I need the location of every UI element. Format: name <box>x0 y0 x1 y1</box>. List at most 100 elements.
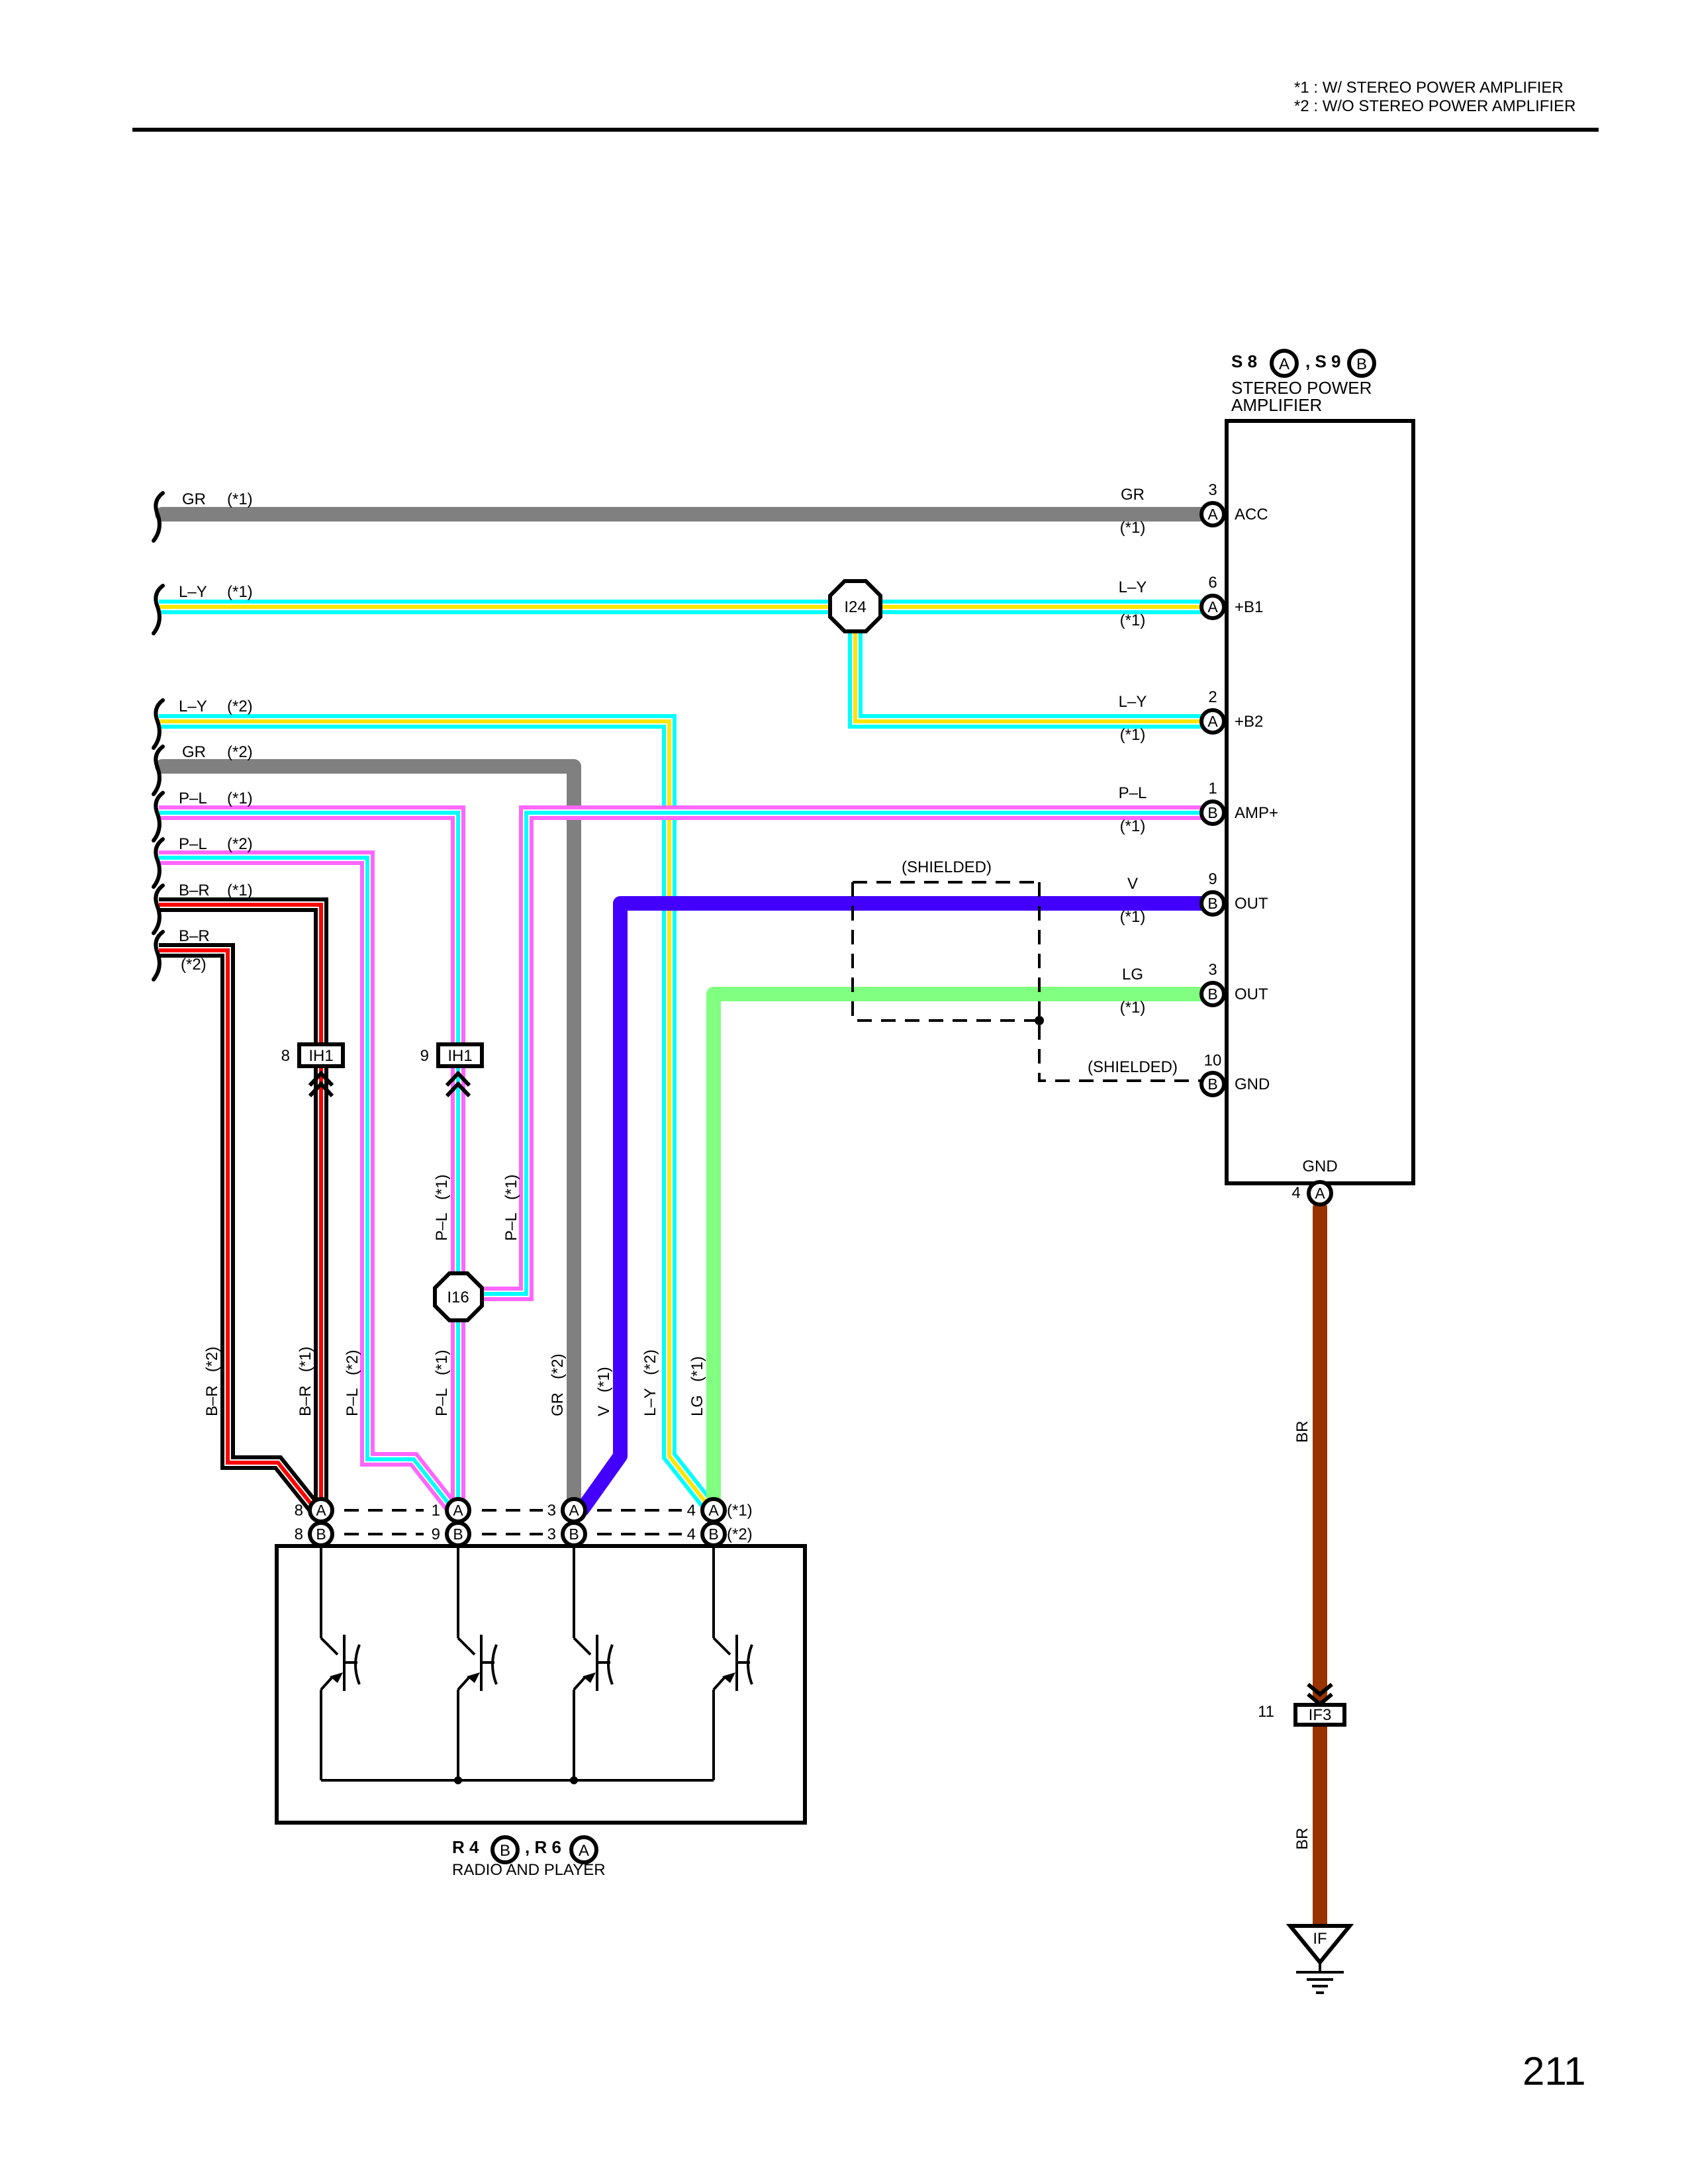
left-wire-labels: GR (*1) L–Y (*1) L–Y (*2) GR (*2) P–L (*… <box>179 490 253 974</box>
svg-text:A: A <box>1207 506 1218 523</box>
svg-text:9: 9 <box>1208 870 1217 888</box>
svg-text:(*1): (*1) <box>1120 726 1146 744</box>
vlabel: P–L (*1) <box>502 1175 520 1242</box>
svg-text:3: 3 <box>1208 481 1217 499</box>
svg-text:(*1): (*1) <box>1120 999 1146 1017</box>
svg-text:A: A <box>316 1502 326 1519</box>
amp-name-2: AMPLIFIER <box>1231 395 1322 415</box>
left-label-variant: (*2) <box>227 743 253 761</box>
amp-pin-ground-a4: 4 A <box>1291 1180 1333 1206</box>
radio-connector-b-icon <box>491 1835 520 1864</box>
svg-text:LG: LG <box>1122 966 1143 983</box>
wire-v <box>575 896 1215 1516</box>
svg-text:3: 3 <box>547 1502 556 1520</box>
left-label-color: B–R <box>179 927 210 945</box>
svg-text:I24: I24 <box>844 598 866 616</box>
svg-text:B: B <box>453 1525 463 1543</box>
svg-text:B: B <box>316 1525 326 1543</box>
amp-connector-b-icon <box>1347 349 1376 378</box>
radio-conn-b-label: B <box>500 1842 510 1860</box>
amp-conn-b-label: B <box>1356 355 1367 373</box>
svg-text:9: 9 <box>432 1525 440 1543</box>
stereo-power-amplifier: S 8 A , S 9 B STEREO POWER AMPLIFIER GND <box>1225 349 1415 1185</box>
connector-ih1-9: 9 IH1 <box>420 1042 484 1098</box>
svg-text:OUT: OUT <box>1235 895 1268 913</box>
vlabel: P–L (*2) <box>344 1350 361 1417</box>
svg-text:L–Y: L–Y <box>1119 693 1147 711</box>
svg-text:IF: IF <box>1313 1930 1327 1948</box>
svg-text:3: 3 <box>547 1525 556 1543</box>
amp-pin-amp-plus: P–L (*1) 1 B AMP+ <box>1119 780 1278 835</box>
ground-if-icon: IF <box>1286 1924 1354 1994</box>
header-rule <box>132 128 1599 132</box>
wire-lg <box>706 987 1215 1516</box>
wires <box>155 507 1327 1936</box>
svg-text:B: B <box>1207 804 1217 821</box>
svg-text:11: 11 <box>1258 1703 1274 1721</box>
wire-breaks <box>152 491 165 981</box>
br-label: BR <box>1293 1828 1311 1850</box>
svg-text:A: A <box>708 1502 719 1519</box>
wire-br-1 <box>159 897 328 1512</box>
left-label-color: L–Y <box>179 583 207 601</box>
vlabel: LG (*1) <box>688 1356 706 1416</box>
left-label-color: B–R <box>179 882 210 899</box>
amp-pin-b2: L–Y (*1) 2 A +B2 <box>1119 688 1264 744</box>
svg-text:I16: I16 <box>447 1289 469 1306</box>
wire-br-2 <box>159 943 324 1517</box>
svg-text:B: B <box>569 1525 579 1543</box>
vlabel: GR (*2) <box>549 1353 567 1416</box>
svg-text:IH1: IH1 <box>308 1047 333 1065</box>
svg-text:4: 4 <box>687 1502 696 1520</box>
br-label: BR <box>1293 1421 1311 1443</box>
svg-text:(*1): (*1) <box>1120 519 1146 537</box>
connector-ih1-8: 8 IH1 <box>281 1042 345 1098</box>
svg-text:A: A <box>569 1502 579 1519</box>
svg-text:4: 4 <box>687 1525 696 1543</box>
radio-and-player: 8 A 1 A 3 A 4 A (*1) 8 B 9 B 3 B 4 B (*2… <box>275 1497 807 1879</box>
left-label-variant: (*1) <box>227 490 253 508</box>
svg-text:(SHIELDED): (SHIELDED) <box>1088 1058 1178 1076</box>
amp-conn-a-label: A <box>1279 355 1289 373</box>
svg-text:L–Y: L–Y <box>1119 578 1147 596</box>
wire-ly-2 <box>159 714 720 1517</box>
svg-text:(*1): (*1) <box>1120 817 1146 835</box>
svg-text:B: B <box>708 1525 718 1543</box>
vlabel: L–Y (*2) <box>641 1349 659 1416</box>
left-label-variant: (*1) <box>227 882 253 899</box>
svg-text:AMP+: AMP+ <box>1235 804 1278 822</box>
svg-text:P–L: P–L <box>1119 784 1147 802</box>
svg-text:B: B <box>1207 1075 1217 1093</box>
svg-text:(*1): (*1) <box>1120 612 1146 629</box>
radio-code-2: , R 6 <box>525 1837 561 1857</box>
left-label-color: GR <box>182 490 206 508</box>
amp-pin-out-lg: LG (*1) 3 B OUT <box>1120 961 1268 1017</box>
amp-pin-gnd: (SHIELDED) 10 B GND <box>1088 1052 1270 1097</box>
svg-text:A: A <box>1315 1185 1325 1202</box>
svg-text:OUT: OUT <box>1235 985 1268 1003</box>
page-number: 211 <box>1523 2049 1586 2093</box>
svg-text:2: 2 <box>1208 688 1217 706</box>
svg-text:+B1: +B1 <box>1235 598 1263 616</box>
radio-pins-a: 8 A 1 A 3 A 4 A (*1) <box>295 1497 753 1524</box>
svg-text:GR: GR <box>1121 486 1145 504</box>
svg-text:IH1: IH1 <box>447 1047 472 1065</box>
transistor-icon <box>320 1635 361 1780</box>
amp-code-2: , S 9 <box>1305 351 1340 371</box>
note-1: *1 : W/ STEREO POWER AMPLIFIER <box>1294 79 1564 97</box>
svg-text:1: 1 <box>1208 780 1217 797</box>
left-label-color: P–L <box>179 835 207 853</box>
amp-code-1: S 8 <box>1231 351 1257 371</box>
amp-box <box>1225 419 1415 1185</box>
radio-connector-a-icon <box>569 1835 598 1864</box>
svg-text:8: 8 <box>295 1502 303 1520</box>
shielded-label: (SHIELDED) <box>902 858 992 876</box>
svg-text:(*1): (*1) <box>1120 908 1146 926</box>
vlabel: P–L (*1) <box>433 1175 451 1242</box>
amp-gnd-label: GND <box>1302 1158 1337 1175</box>
left-label-variant: (*2) <box>227 835 253 853</box>
wire-gr-2 <box>155 759 581 1513</box>
vlabel: P–L (*1) <box>433 1350 451 1417</box>
amp-pin-acc: GR (*1) 3 A ACC <box>1120 481 1268 537</box>
